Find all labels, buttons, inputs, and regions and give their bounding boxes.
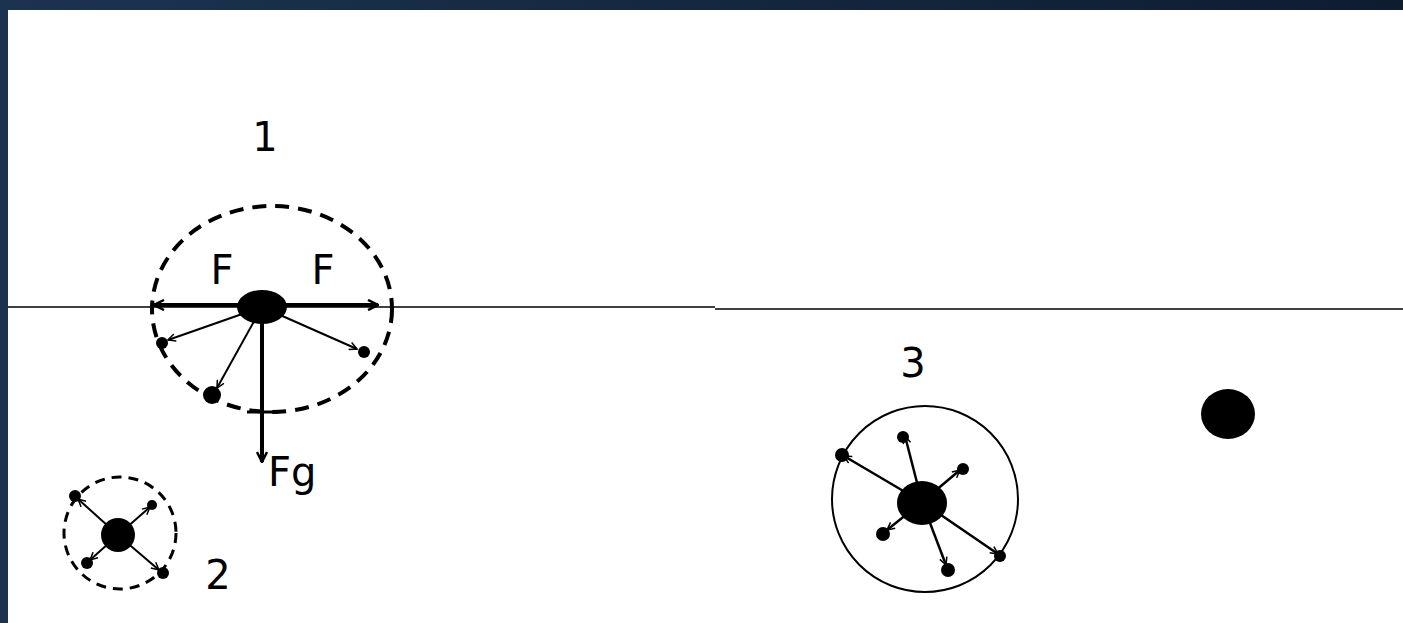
molecule (897, 481, 947, 525)
small-molecule (994, 550, 1006, 562)
small-molecule (203, 386, 221, 404)
small-molecule (147, 500, 157, 510)
small-molecule (835, 448, 849, 462)
action-sphere (152, 206, 392, 412)
force-label: Fg (268, 452, 316, 492)
small-molecule (941, 563, 955, 577)
small-molecule (897, 431, 909, 443)
molecule (237, 290, 287, 324)
small-molecule (876, 527, 890, 541)
molecule (101, 518, 135, 552)
force-label: F (311, 250, 334, 290)
molecule-group (64, 477, 176, 589)
tick-mark (247, 411, 278, 414)
figure-number: 2 (205, 555, 230, 595)
small-molecule (69, 490, 81, 502)
small-molecule (156, 337, 168, 349)
small-molecule (358, 346, 370, 358)
free-molecule (1201, 389, 1255, 439)
liquid-surface (715, 308, 1403, 310)
slide-ground (8, 10, 1403, 623)
figure-number: 3 (900, 343, 925, 383)
figure-number: 1 (252, 117, 277, 157)
gravity-arrow (260, 307, 264, 462)
action-sphere (832, 406, 1018, 592)
small-molecule (81, 557, 93, 569)
molecule-group (832, 406, 1018, 592)
action-sphere (64, 477, 176, 589)
small-molecule (957, 463, 969, 475)
small-molecule (157, 567, 169, 579)
molecule-group (152, 206, 392, 462)
force-label: F (210, 250, 233, 290)
